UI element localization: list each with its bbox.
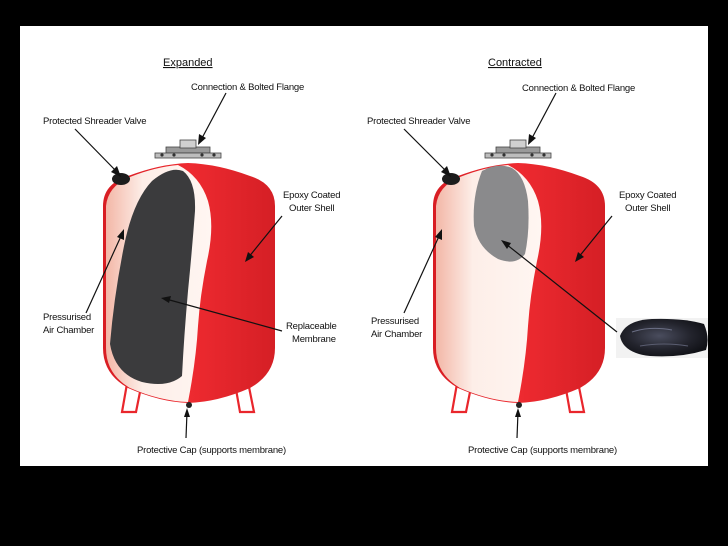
flange-plate (154, 152, 222, 159)
vessel-diagram: Expanded Connection & Bolted Flange Prot… (43, 57, 708, 456)
label-shell-line1: Epoxy Coated (619, 190, 676, 201)
label-valve: Protected Shreader Valve (367, 116, 470, 127)
leg (120, 377, 144, 414)
label-flange: Connection & Bolted Flange (191, 82, 304, 93)
label-membrane-line1: Replaceable (286, 321, 337, 332)
label-shell-line2: Outer Shell (289, 203, 334, 214)
leg (562, 377, 586, 414)
label-valve: Protected Shreader Valve (43, 116, 146, 127)
leg (450, 377, 474, 414)
label-cap: Protective Cap (supports membrane) (137, 445, 286, 456)
label-air-line2: Air Chamber (371, 329, 422, 340)
replaceable-membrane (110, 169, 196, 384)
shreader-valve (112, 173, 130, 185)
label-membrane-line2: Membrane (292, 334, 336, 345)
vessel-expanded (103, 139, 275, 414)
protective-cap (516, 402, 522, 408)
label-shell-line1: Epoxy Coated (283, 190, 340, 201)
title-contracted: Contracted (488, 57, 542, 69)
shreader-valve (442, 173, 460, 185)
label-air-line1: Pressurised (371, 316, 419, 327)
vessel-contracted (433, 139, 605, 414)
flange-plate (484, 152, 552, 159)
connection-pipe (179, 139, 197, 149)
leg (232, 377, 256, 414)
connection-pipe (509, 139, 527, 149)
label-shell-line2: Outer Shell (625, 203, 670, 214)
protective-cap (186, 402, 192, 408)
label-air-line1: Pressurised (43, 312, 91, 323)
label-air-line2: Air Chamber (43, 325, 94, 336)
diagram-panel: Expanded Connection & Bolted Flange Prot… (20, 26, 708, 466)
membrane-photo-icon (616, 318, 708, 358)
label-flange: Connection & Bolted Flange (522, 83, 635, 94)
label-cap: Protective Cap (supports membrane) (468, 445, 617, 456)
contracted-membrane (473, 165, 529, 262)
title-expanded: Expanded (163, 57, 213, 69)
leader-arrows (74, 92, 618, 439)
